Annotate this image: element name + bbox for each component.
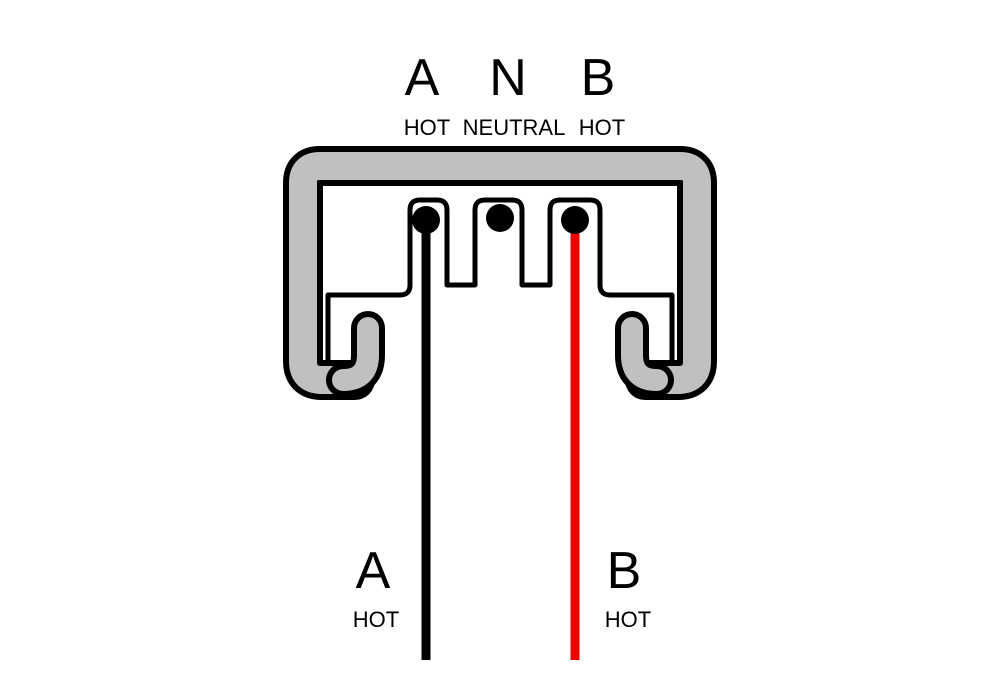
bottom-label-a-role: HOT: [353, 607, 399, 632]
bottom-label-b-letter: B: [607, 542, 642, 600]
track-housing-fill: [289, 152, 711, 394]
conductor-b-dot: [561, 206, 589, 234]
top-label-b-letter: B: [581, 49, 616, 107]
top-label-n-letter: N: [489, 49, 527, 107]
top-label-n-role: NEUTRAL: [463, 115, 566, 140]
insulator-profile: [325, 197, 675, 360]
bottom-label-b-role: HOT: [605, 607, 651, 632]
bottom-label-a-letter: A: [356, 542, 391, 600]
conductor-neutral-dot: [486, 204, 514, 232]
top-label-a-role: HOT: [404, 115, 450, 140]
track-lip-right-fill: [621, 317, 668, 391]
top-label-b-role: HOT: [579, 115, 625, 140]
conductor-a-dot: [412, 206, 440, 234]
top-label-a-letter: A: [405, 49, 440, 107]
track-lip-left-fill: [332, 317, 379, 391]
